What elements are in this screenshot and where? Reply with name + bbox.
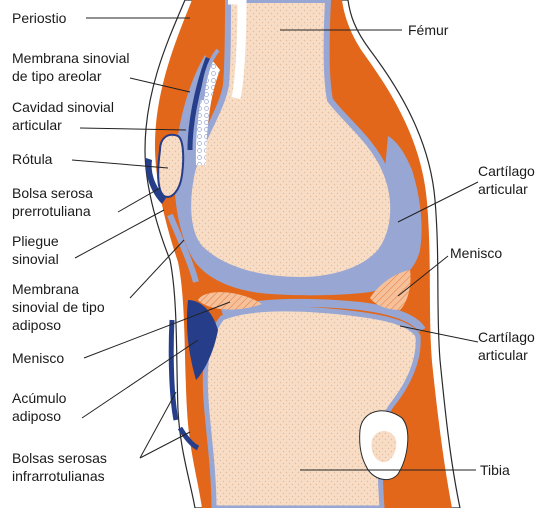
label-cavidad-2: articular [12, 117, 62, 133]
label-bolsas-infra-2: infrarrotulianas [12, 468, 105, 484]
label-membrana-areolar-2: de tipo areolar [12, 68, 102, 84]
label-bolsa-pre-1: Bolsa serosa [12, 185, 93, 201]
label-pliegue-2: sinovial [12, 251, 59, 267]
label-menisco-left: Menisco [12, 350, 64, 366]
label-rotula: Rótula [12, 151, 53, 167]
infrapatellar-bursa-1 [171, 320, 176, 420]
label-membrana-adiposo-1: Membrana [12, 281, 79, 297]
label-periostio: Periostio [12, 10, 67, 26]
label-bolsas-infra-1: Bolsas serosas [12, 450, 107, 466]
label-acumulo-2: adiposo [12, 408, 61, 424]
label-membrana-adiposo-3: adiposo [12, 317, 61, 333]
label-cartilago-top-1: Cartílago [478, 163, 535, 179]
label-menisco-right: Menisco [450, 245, 502, 261]
label-tibia: Tibia [480, 462, 510, 478]
label-cartilago-top-2: articular [478, 181, 528, 197]
label-cartilago-bottom-1: Cartílago [478, 329, 535, 345]
label-membrana-areolar-1: Membrana sinovial [12, 50, 130, 66]
label-membrana-adiposo-2: sinovial de tipo [12, 299, 105, 315]
label-bolsa-pre-2: prerrotuliana [12, 203, 91, 219]
label-femur: Fémur [408, 22, 449, 38]
label-cartilago-bottom-2: articular [478, 347, 528, 363]
patella [158, 135, 183, 197]
label-pliegue-1: Pliegue [12, 233, 59, 249]
label-cavidad-1: Cavidad sinovial [12, 99, 114, 115]
label-acumulo-1: Acúmulo [12, 390, 67, 406]
